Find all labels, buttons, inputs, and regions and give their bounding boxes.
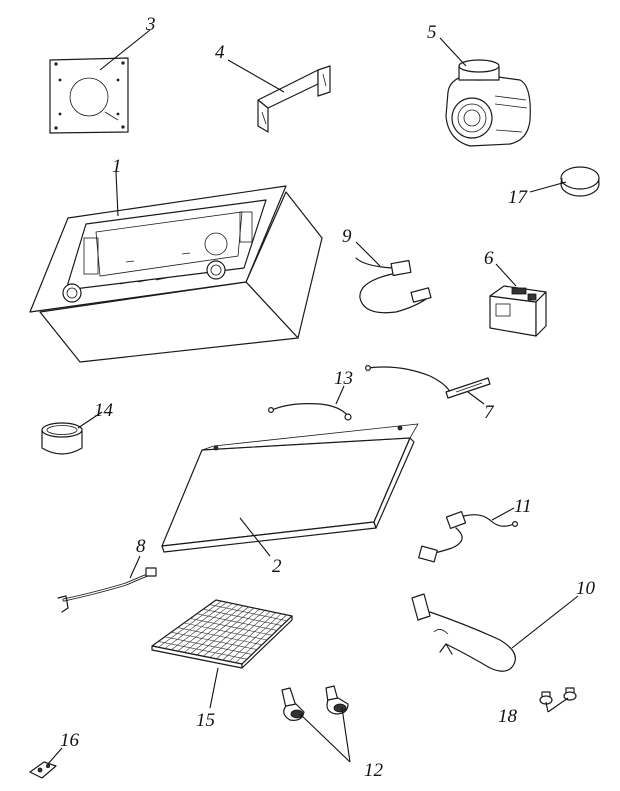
label-part-9: 9 bbox=[342, 226, 352, 247]
label-part-5: 5 bbox=[427, 22, 437, 43]
part-8-cable bbox=[57, 567, 157, 613]
part-9-wiring-loom bbox=[355, 257, 432, 314]
label-part-16: 16 bbox=[60, 730, 80, 751]
filter-mesh-line bbox=[190, 618, 273, 636]
part-7-led-bar bbox=[365, 365, 491, 399]
label-part-3: 3 bbox=[145, 14, 156, 35]
filter-mesh-line bbox=[164, 636, 253, 655]
part-18-knobs bbox=[539, 687, 577, 705]
part-11-wiring bbox=[418, 511, 518, 563]
part-10-power-cord bbox=[411, 593, 516, 672]
filter-mesh-line bbox=[177, 627, 263, 646]
label-part-14: 14 bbox=[94, 400, 114, 421]
label-part-15: 15 bbox=[196, 710, 215, 731]
label-part-12: 12 bbox=[364, 760, 384, 781]
filter-mesh-line bbox=[196, 613, 278, 631]
part-16-clip bbox=[29, 761, 57, 779]
label-part-7: 7 bbox=[484, 402, 495, 423]
part-4-bracket bbox=[257, 65, 331, 133]
part-2-panel bbox=[161, 423, 419, 553]
label-part-13: 13 bbox=[334, 368, 353, 389]
filter-mesh-line bbox=[203, 608, 283, 626]
label-part-2: 2 bbox=[272, 556, 282, 577]
label-part-1: 1 bbox=[112, 156, 122, 177]
label-part-8: 8 bbox=[136, 536, 146, 557]
part-17-filter-disc bbox=[560, 166, 600, 197]
filter-mesh-line bbox=[183, 622, 268, 641]
filter-mesh-line bbox=[209, 604, 288, 622]
label-part-10: 10 bbox=[576, 578, 596, 599]
filter-mesh-line bbox=[158, 641, 248, 660]
leader-lines bbox=[47, 29, 579, 765]
part-13-wire bbox=[268, 403, 352, 421]
label-part-11: 11 bbox=[514, 496, 532, 517]
part-number-labels: 3 4 5 1 17 9 6 13 7 14 11 8 2 10 15 16 1… bbox=[60, 14, 596, 781]
label-part-17: 17 bbox=[508, 187, 529, 208]
label-part-4: 4 bbox=[215, 42, 225, 63]
part-6-control-box bbox=[489, 285, 547, 337]
part-3-mounting-plate bbox=[49, 57, 129, 134]
filter-mesh-line bbox=[171, 631, 258, 650]
label-part-6: 6 bbox=[484, 248, 494, 269]
part-15-grease-filter bbox=[151, 599, 293, 669]
label-part-18: 18 bbox=[498, 706, 518, 727]
part-1-hood-body bbox=[29, 185, 323, 363]
part-14-duct-collar bbox=[41, 422, 83, 455]
part-12-bulbs bbox=[281, 685, 349, 721]
part-5-blower-motor bbox=[445, 59, 531, 147]
